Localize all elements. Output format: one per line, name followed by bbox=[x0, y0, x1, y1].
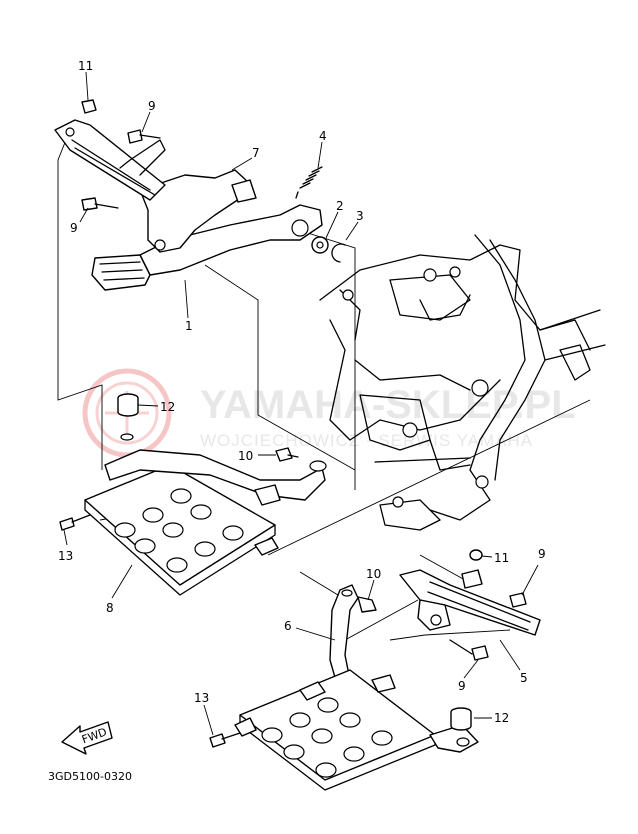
watermark: YAMAHA-SKLEP.PL WOJCIECHOWICZ - SERWIS Y… bbox=[82, 368, 576, 458]
rubber-damper-upper bbox=[117, 393, 139, 441]
callout-13: 13 bbox=[58, 549, 73, 563]
footrest-right bbox=[399, 569, 541, 636]
callout-8: 8 bbox=[106, 601, 114, 615]
watermark-subtitle: WOJCIECHOWICZ - SERWIS YAMAHA bbox=[200, 431, 533, 450]
callout-11: 11 bbox=[78, 59, 93, 73]
bolts-right bbox=[449, 549, 527, 661]
callout-13: 13 bbox=[194, 691, 209, 705]
brake-pedal bbox=[91, 204, 323, 291]
bolts-middle bbox=[59, 447, 299, 531]
callout-7: 7 bbox=[252, 146, 260, 160]
leader-lines bbox=[63, 71, 539, 736]
callout-5: 5 bbox=[520, 671, 528, 685]
callout-10: 10 bbox=[238, 449, 253, 463]
callout-12: 12 bbox=[160, 400, 175, 414]
callout-9: 9 bbox=[148, 99, 156, 113]
callout-12: 12 bbox=[494, 711, 509, 725]
callout-2: 2 bbox=[336, 199, 344, 213]
callout-4: 4 bbox=[319, 129, 327, 143]
footrest-plate-left bbox=[84, 449, 327, 596]
rubber-damper-lower bbox=[450, 707, 472, 731]
callout-9: 9 bbox=[538, 547, 546, 561]
circlip bbox=[331, 243, 346, 263]
bolt-lower bbox=[209, 732, 241, 748]
callout-1: 1 bbox=[185, 319, 193, 333]
footrest-left bbox=[54, 119, 166, 201]
callout-6: 6 bbox=[284, 619, 292, 633]
watermark-brand: YAMAHA-SKLEP.PL bbox=[200, 383, 576, 427]
footrest-bracket bbox=[139, 169, 257, 253]
callout-10: 10 bbox=[366, 567, 381, 581]
callout-9: 9 bbox=[458, 679, 466, 693]
callout-3: 3 bbox=[356, 209, 364, 223]
footrest-plate-lower bbox=[234, 669, 479, 791]
callout-9: 9 bbox=[70, 221, 78, 235]
drawing-code: 3GD5100-0320 bbox=[48, 770, 132, 783]
fwd-arrow-icon: FWD bbox=[61, 721, 113, 755]
frame bbox=[319, 234, 606, 531]
bolts-upper bbox=[81, 99, 161, 211]
callout-labels: 11 9 7 4 2 3 9 1 12 10 13 8 11 9 10 6 9 … bbox=[58, 59, 546, 725]
callout-11: 11 bbox=[494, 551, 509, 565]
return-spring bbox=[295, 166, 323, 199]
